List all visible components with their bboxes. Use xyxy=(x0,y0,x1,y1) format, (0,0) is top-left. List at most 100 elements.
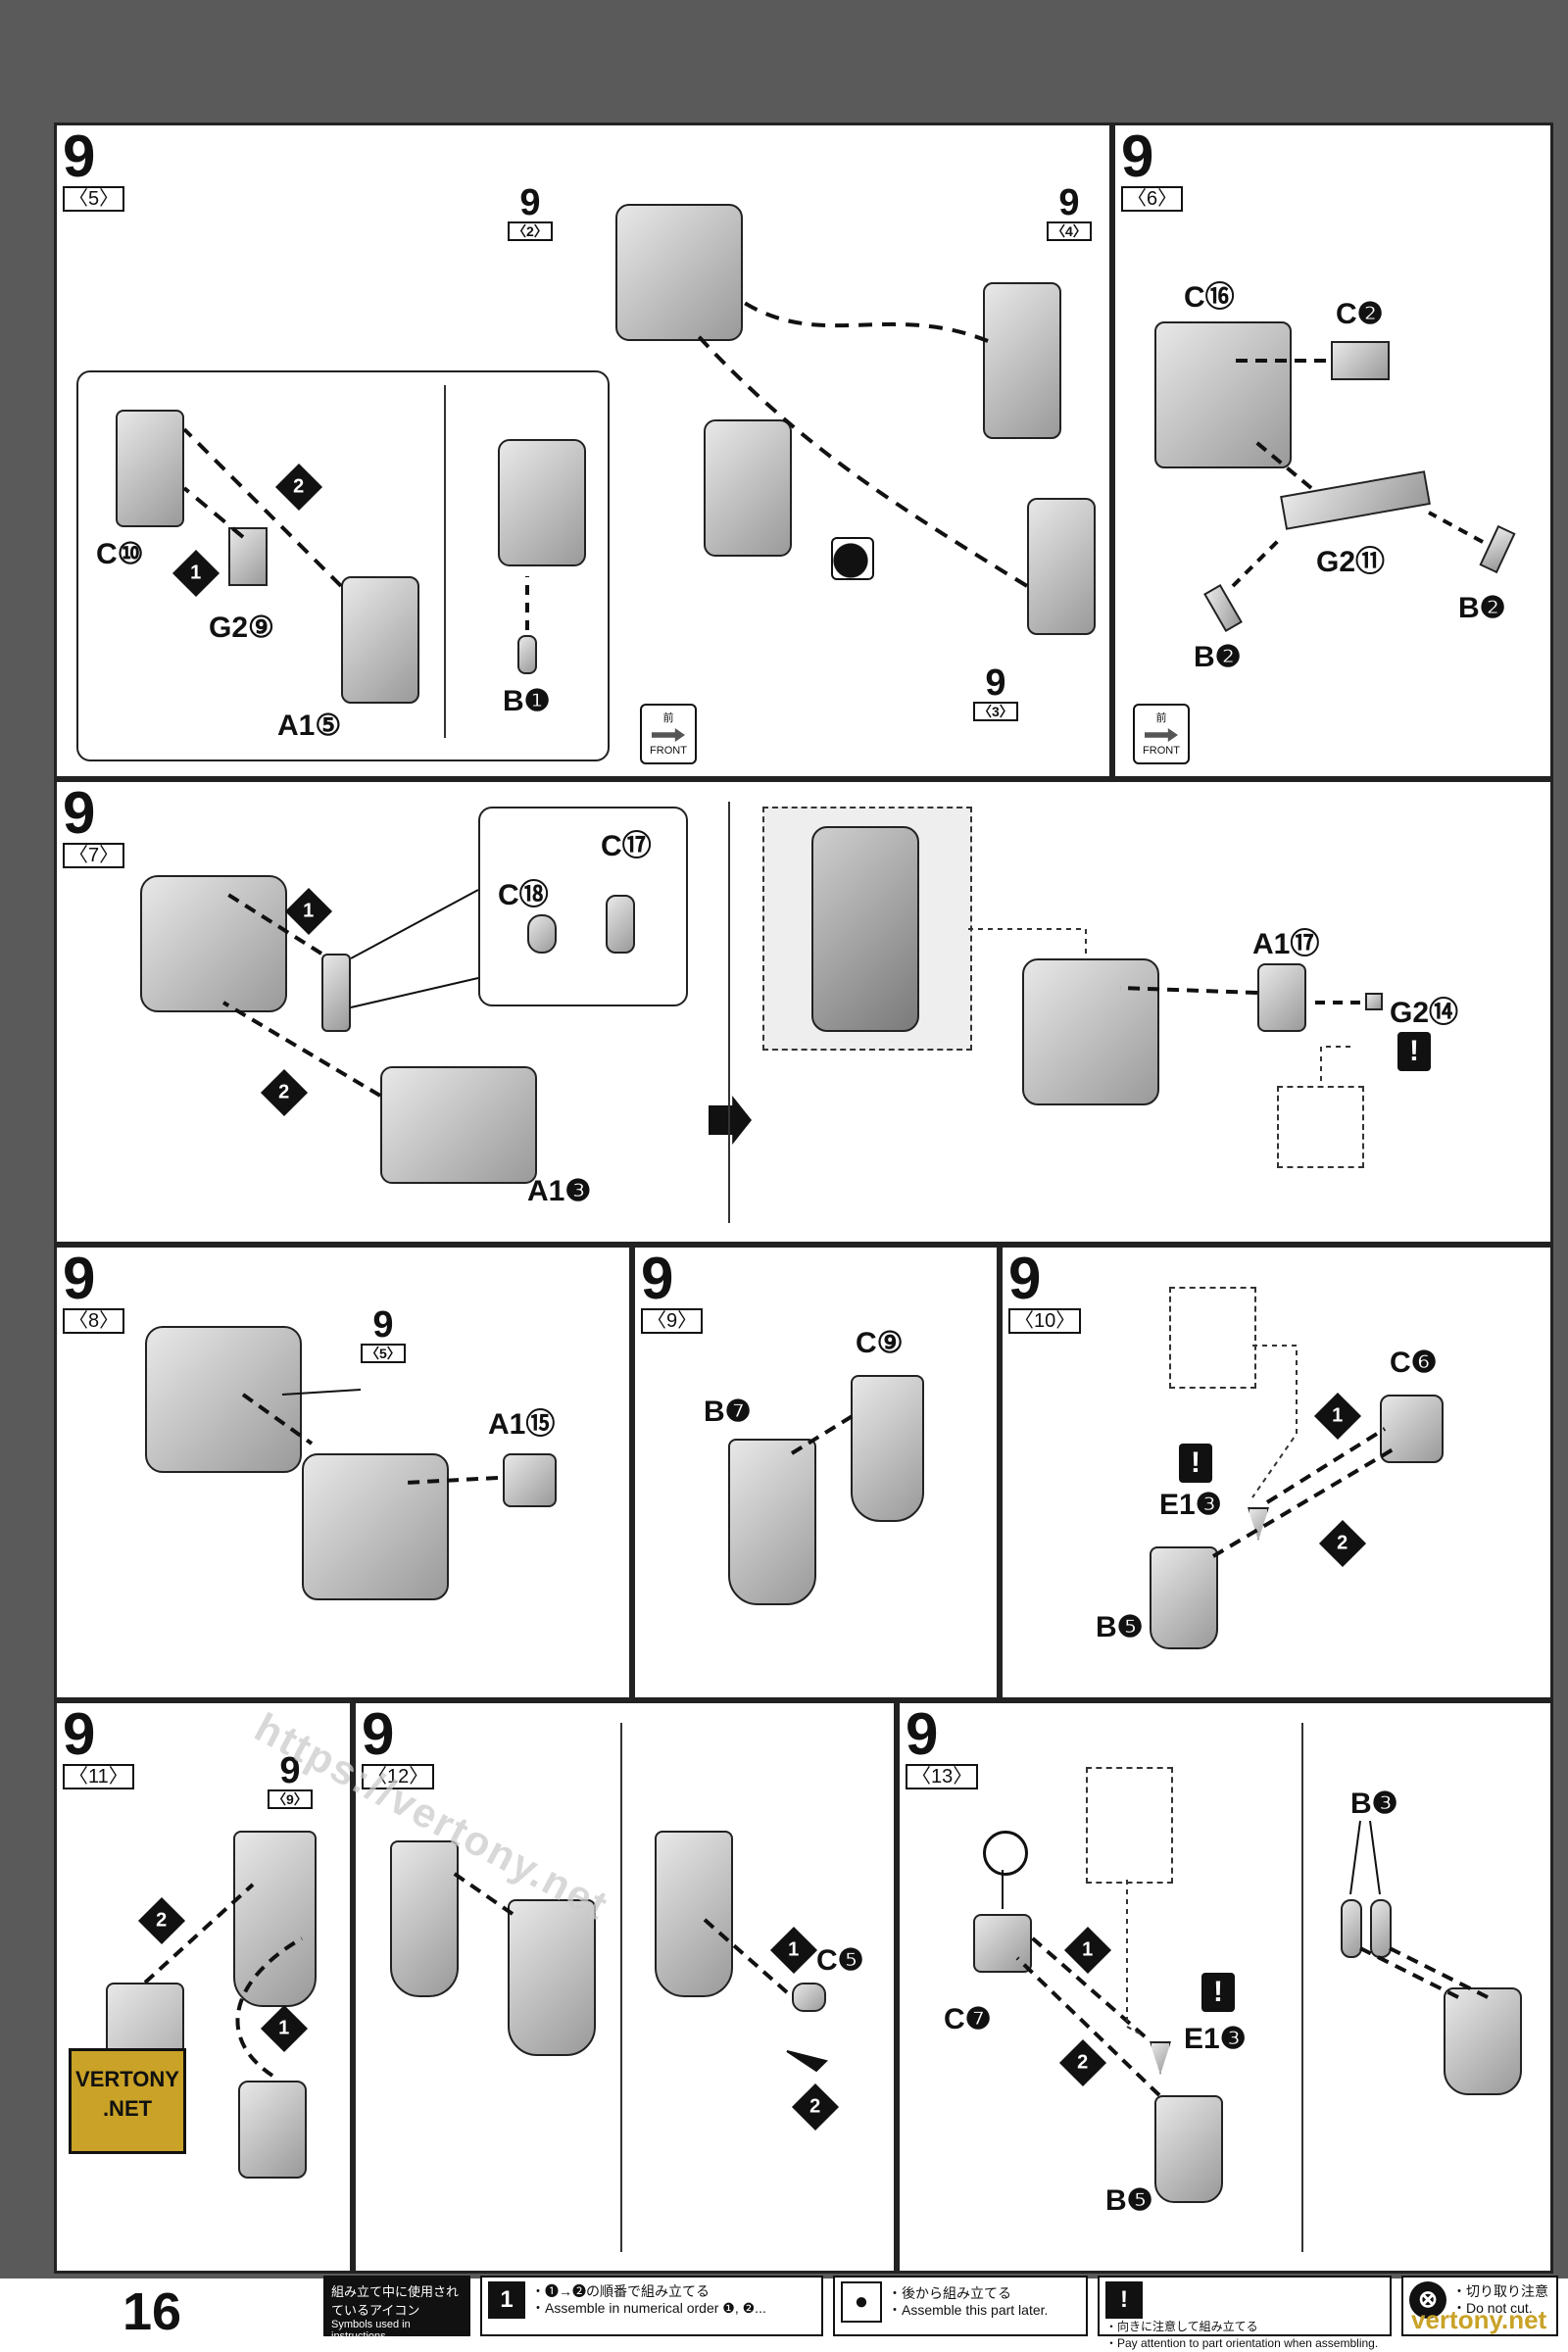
part-a1-3 xyxy=(380,1066,537,1184)
label-g2-14: G2⑭ xyxy=(1390,997,1459,1029)
label-a1-3: A1❸ xyxy=(527,1175,592,1207)
ref-step-9-2: 9〈2〉 xyxy=(508,184,553,241)
label-b3: B❸ xyxy=(1350,1788,1398,1820)
label-b5: B❺ xyxy=(1105,2184,1153,2217)
part-a1-17 xyxy=(1257,963,1306,1032)
part-c7 xyxy=(973,1914,1032,1973)
orientation-warning-icon: ! xyxy=(1105,2281,1143,2319)
chest-block xyxy=(1022,958,1159,1105)
label-e1-3: E1❸ xyxy=(1159,1489,1222,1521)
joint-part xyxy=(321,954,351,1032)
label-g2-9: G2⑨ xyxy=(209,612,274,644)
part-c5 xyxy=(792,1983,826,2012)
label-b2-right: B❷ xyxy=(1458,592,1506,624)
label-c9: C⑨ xyxy=(856,1327,904,1359)
label-b2-left: B❷ xyxy=(1194,641,1242,673)
leg-armor-part xyxy=(508,1899,596,2056)
ref-step-9-3: 9〈3〉 xyxy=(973,664,1018,721)
chest-block xyxy=(302,1453,449,1600)
legend-item-sequence: 1・❶→❷の順番で組み立てる・Assemble in numerical ord… xyxy=(480,2276,823,2336)
panel-divider xyxy=(620,1723,622,2252)
step-number: 9 xyxy=(1121,123,1154,189)
hip-frame-part xyxy=(145,1326,302,1473)
assembly-arrows xyxy=(221,889,1360,1098)
part-c2 xyxy=(1331,341,1390,380)
label-b7: B❼ xyxy=(704,1396,752,1428)
step-number: 9 xyxy=(362,1701,395,1767)
substep-number: 〈11〉 xyxy=(63,1764,134,1789)
assembly-arrows xyxy=(1231,359,1484,588)
step-number: 9 xyxy=(63,123,96,189)
assembly-arrows xyxy=(241,1389,499,1485)
label-b5: B❺ xyxy=(1096,1611,1144,1643)
assemble-later-icon xyxy=(831,537,874,580)
step-number: 9 xyxy=(63,780,96,846)
step-number: 9 xyxy=(1008,1246,1042,1311)
legend-title: 組み立て中に使用されているアイコン Symbols used in instru… xyxy=(323,2276,470,2342)
knee-armor xyxy=(238,2081,307,2179)
part-c16 xyxy=(1154,321,1292,468)
label-c6: C❻ xyxy=(1390,1347,1438,1379)
part-a1-15 xyxy=(503,1453,557,1507)
orientation-warning-icon: ! xyxy=(1179,1444,1212,1483)
part-g2-14 xyxy=(1365,993,1383,1010)
label-g2-11: G2⑪ xyxy=(1316,546,1386,578)
part-c10 xyxy=(116,410,184,527)
panel-divider xyxy=(1301,1723,1303,2252)
part-b1 xyxy=(517,635,537,674)
panel-step-9-10: 9 〈10〉 ! C❻ E1❸ B❺ 1 2 xyxy=(1000,1245,1553,1700)
assembly-arrows xyxy=(143,1883,303,2078)
leg-frame-part xyxy=(233,1831,317,2007)
substep-number: 〈8〉 xyxy=(63,1308,125,1334)
leg-frame-part xyxy=(390,1840,459,1997)
brand-watermark: vertony.net xyxy=(1411,2305,1547,2334)
part-b5 xyxy=(1154,2095,1223,2203)
orientation-detail-box xyxy=(1169,1287,1256,1389)
shoulder-block xyxy=(140,875,287,1012)
panel-step-9-9: 9 〈9〉 B❼ C⑨ xyxy=(632,1245,1000,1700)
do-not-cut-icon: ⊗ xyxy=(1409,2281,1446,2319)
assemble-later-icon: ● xyxy=(841,2281,882,2323)
legend-item-do-not-cut: ⊗・切り取り注意・Do not cut. xyxy=(1401,2276,1558,2336)
substep-number: 〈10〉 xyxy=(1008,1308,1082,1334)
label-c7: C❼ xyxy=(944,2003,992,2035)
ref-step-9-4: 9〈4〉 xyxy=(1047,184,1092,241)
substep-number: 〈9〉 xyxy=(641,1308,704,1334)
panel-step-9-12: 9 〈12〉 C❺ 1 2 xyxy=(353,1700,897,2274)
armor-part-4 xyxy=(983,282,1061,439)
assembly-arrows xyxy=(1211,1345,1396,1558)
label-a1-17: A1⑰ xyxy=(1252,928,1320,960)
part-b3-left xyxy=(1341,1899,1362,1958)
ref-step-9-5: 9〈5〉 xyxy=(361,1306,406,1363)
label-b1: B❶ xyxy=(503,685,551,717)
assembly-arrows xyxy=(1002,1820,1489,2097)
substep-number: 〈7〉 xyxy=(63,843,125,868)
label-c5: C❺ xyxy=(816,1944,864,1977)
panel-step-9-5: 9 〈5〉 9〈2〉 9〈4〉 9〈3〉 C⑩ G2⑨ A1⑤ B❶ 2 1 前… xyxy=(54,122,1112,779)
label-c16: C⑯ xyxy=(1184,281,1235,314)
assembly-arrows xyxy=(182,300,1029,630)
knee-armor-result xyxy=(1444,1987,1522,2095)
panel-step-9-8: 9 〈8〉 9〈5〉 A1⑮ xyxy=(54,1245,632,1700)
orientation-detail-box xyxy=(1277,1086,1364,1168)
armor-part-assembled xyxy=(704,419,792,557)
step-number: 9 xyxy=(906,1701,939,1767)
part-b5 xyxy=(1150,1546,1218,1649)
page-number: 16 xyxy=(122,2282,182,2341)
legend-item-later: ●・後から組み立てる・Assemble this part later. xyxy=(833,2276,1088,2336)
part-c17 xyxy=(606,895,635,954)
label-c2: C❷ xyxy=(1336,298,1384,330)
do-not-cut-icon xyxy=(983,1831,1028,1876)
inset-divider xyxy=(444,385,446,738)
panel-divider xyxy=(728,802,730,1223)
substep-number: 〈13〉 xyxy=(906,1764,979,1789)
armor-part-3 xyxy=(1027,498,1096,635)
substep-number: 〈12〉 xyxy=(362,1764,435,1789)
label-a1-5: A1⑤ xyxy=(277,710,342,742)
sub-assembly-inset xyxy=(76,370,610,761)
detail-photo-part xyxy=(811,826,919,1032)
panel-step-9-13: 9 〈13〉 ! C❼ E1❸ B❺ 1 2 B❸ xyxy=(897,1700,1553,2274)
panel-step-9-7: 9 〈7〉 C⑰ C⑱ A1❸ 1 2 A1⑰ G2⑭ ! xyxy=(54,779,1553,1245)
